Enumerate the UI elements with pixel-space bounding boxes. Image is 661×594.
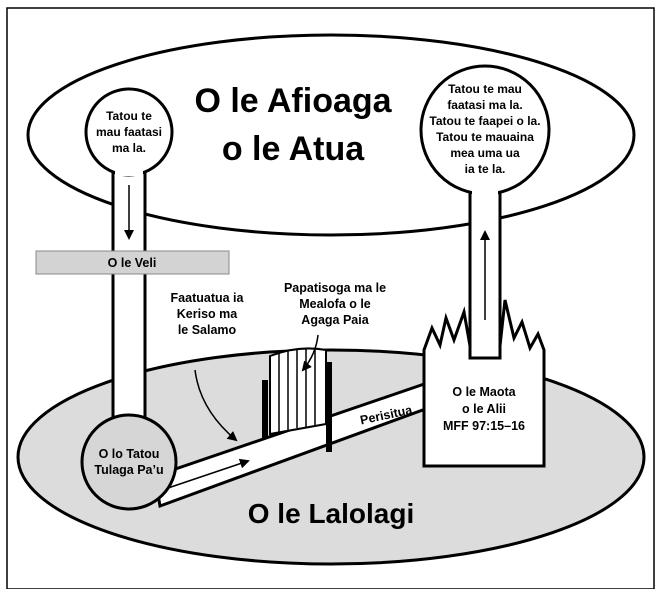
right-bubble-line4: Tatou te mauaina: [436, 130, 534, 144]
heaven-title-line1: O le Afioaga: [194, 82, 392, 120]
left-bubble-line2: mau faatasi: [96, 125, 162, 139]
faith-label-line1: Faatuatua ia: [171, 291, 245, 305]
veil-bar: [35, 250, 230, 275]
heaven-title-line2: o le Atua: [222, 130, 365, 168]
baptism-label-line3: Agaga Paia: [301, 313, 369, 327]
right-bubble-line3: Tatou te faapei o la.: [429, 114, 540, 128]
right-bubble-line1: Tatou te mau: [448, 82, 522, 96]
left-bubble-line1: Tatou te: [106, 109, 152, 123]
baptism-label-line2: Mealofa o le: [299, 297, 371, 311]
faith-pointer: [194, 369, 238, 442]
right-bubble-line6: ia te la.: [465, 162, 506, 176]
earth-title: O le Lalolagi: [248, 498, 414, 529]
faith-label-line3: le Salamo: [178, 323, 237, 337]
temple-label-line2: o le Alii: [462, 402, 506, 416]
fall-label-line2: Tulaga Pa’u: [94, 463, 163, 477]
baptism-label-line1: Papatisoga ma le: [284, 281, 386, 295]
temple-label-line1: O le Maota: [452, 385, 516, 399]
fall-label-line1: O lo Tatou: [99, 447, 160, 461]
veil-label: O le Veli: [108, 256, 157, 270]
right-bubble-line2: faatasi ma la.: [447, 98, 522, 112]
temple-label-line3: MFF 97:15–16: [443, 419, 525, 433]
path-arrow: [167, 458, 250, 489]
right-bubble-line5: mea uma ua: [450, 146, 520, 160]
baptism-pointer: [301, 334, 319, 372]
left-bubble-line3: ma la.: [112, 141, 146, 155]
faith-label-line2: Keriso ma: [177, 307, 238, 321]
temple-shape: [422, 299, 546, 468]
fall-circle: [80, 413, 178, 511]
